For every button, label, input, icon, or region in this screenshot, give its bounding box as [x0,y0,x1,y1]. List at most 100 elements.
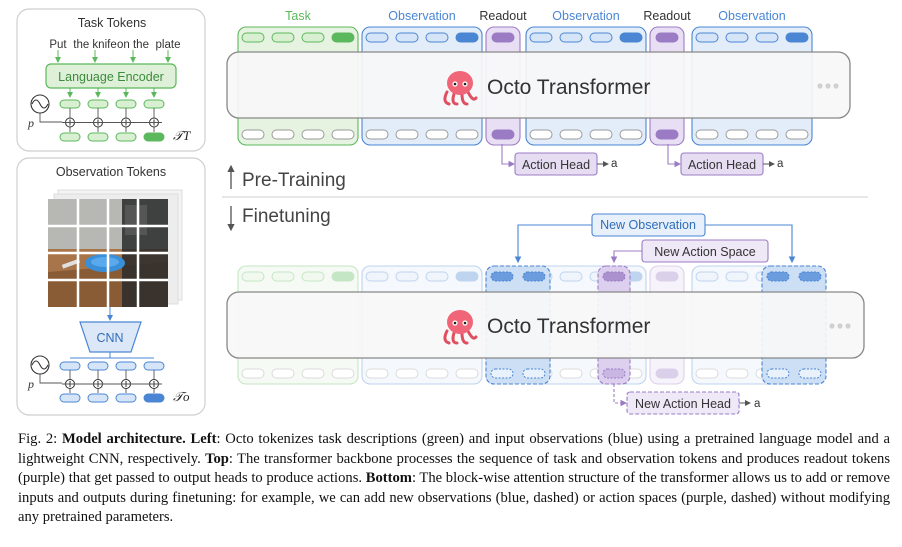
token-pill [241,368,265,379]
caption-left-label: Left [190,431,217,447]
pretraining-label: Pre-Training [242,170,346,191]
token-pill [59,99,81,109]
token-pill [725,32,749,43]
token-pill [331,368,355,379]
language-encoder-label: Language Encoder [58,70,164,84]
token-pill [725,129,749,140]
obs-token-grid [59,361,165,403]
new-observation-label: New Observation [600,218,696,232]
phase-labels: Pre-Training Finetuning [222,164,868,232]
token-pill [365,32,389,43]
token-pill [766,368,790,379]
token-pill [655,32,679,43]
token-pill [143,99,165,109]
token-pill [785,32,809,43]
cnn-block [79,321,142,353]
token-pill [522,368,546,379]
obs-sine-wave-icon [30,355,50,375]
caption-title: Model architecture. [62,431,186,447]
observation-tokens-panel: Observation Tokens [16,157,206,416]
action-head-1-label: Action Head [522,158,590,172]
token-pill [115,132,137,142]
token-pill [490,271,514,282]
token-pill [559,368,583,379]
token-pill [115,393,137,403]
token-pill [798,271,822,282]
token-pill [365,368,389,379]
top-transformer-label: Octo Transformer [487,76,650,99]
token-pill [755,129,779,140]
token-pill [115,99,137,109]
token-pill [395,271,419,282]
top-octopus-icon [443,71,478,106]
token-pill [395,368,419,379]
task-sine-wave-icon [30,94,50,114]
token-pill [425,368,449,379]
token-pill [490,368,514,379]
caption-top-text: : The transformer backbone processes the… [18,450,890,487]
token-pill [455,32,479,43]
token-pill [655,271,679,282]
token-pill [59,393,81,403]
token-pill [522,271,546,282]
language-encoder-box [45,63,177,89]
new-action-output: a [754,398,761,410]
task-position-symbol: p [27,116,34,130]
token-pill [271,32,295,43]
obs-token-symbol: 𝒯o [173,389,190,404]
token-pill [143,393,165,403]
token-pill [271,368,295,379]
observation-image-stack [48,189,183,307]
top-ellipsis-icon [817,83,839,89]
token-pill [331,129,355,140]
new-observation-box [591,213,706,237]
token-pill [87,132,109,142]
caption-bottom-label: Bottom [365,470,412,487]
token-pill [365,271,389,282]
cnn-arrows [70,352,154,359]
token-pill [87,99,109,109]
word-arrows [55,50,171,63]
token-pill [301,129,325,140]
token-pill [241,271,265,282]
token-pill [455,129,479,140]
group-label-obs: Observation [388,9,455,23]
token-pill [766,271,790,282]
token-pill [695,32,719,43]
token-pill [271,129,295,140]
top-transformer: Octo Transformer [226,51,851,119]
bottom-octopus-icon [443,310,478,345]
token-pill [271,271,295,282]
caption-top-label: Top [205,450,229,467]
new-action-space-connector: New Action Space [610,239,769,264]
action-output-2: a [777,158,784,170]
token-pill [655,368,679,379]
token-pill [589,129,613,140]
new-action-space-label: New Action Space [654,245,755,259]
caption-bottom-text: : The block-wise attention structure of … [18,470,890,526]
new-action-space-box [641,239,769,263]
action-output-1: a [611,158,618,170]
token-pill [301,32,325,43]
task-token-symbol: 𝒯T [173,128,191,143]
token-pill [602,271,626,282]
new-observation-connector: New Observation [514,213,796,264]
token-pill [301,368,325,379]
group-label-read: Readout [643,9,691,23]
new-action-head-connector: New Action Head a [613,384,761,415]
task-word: Put [49,39,67,51]
token-pill [559,129,583,140]
task-word: on the [117,39,149,51]
token-pill [602,368,626,379]
token-pill [785,129,809,140]
task-word: the knife [73,39,116,51]
obs-panel-title: Observation Tokens [56,165,166,179]
bottom-ellipsis-icon [829,323,851,329]
token-pill [87,393,109,403]
token-pill [655,129,679,140]
token-pill [798,368,822,379]
token-pill [301,271,325,282]
